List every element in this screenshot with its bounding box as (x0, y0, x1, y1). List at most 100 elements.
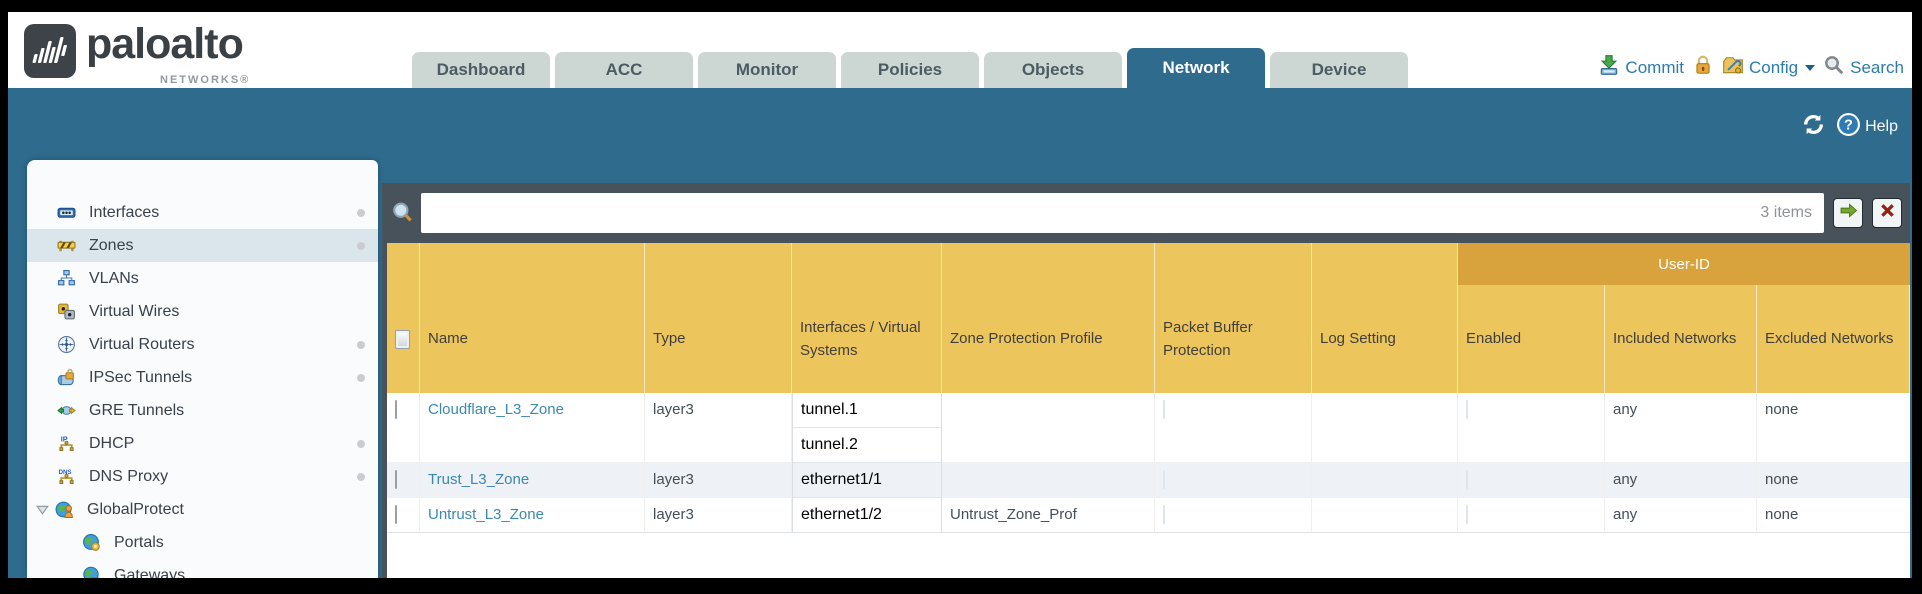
sidebar-item-gateways[interactable]: Gateways (27, 559, 378, 578)
packet-buffer-protection-cell (1155, 463, 1312, 498)
row-checkbox-cell (387, 463, 420, 498)
sidebar-item-label: IPSec Tunnels (89, 368, 193, 386)
svg-text:DNS: DNS (59, 469, 72, 476)
name-cell: Untrust_L3_Zone (420, 498, 645, 533)
log-setting-cell (1312, 393, 1458, 463)
enabled-checkbox (1466, 470, 1468, 489)
item-dot-icon (357, 472, 365, 481)
sidebar-item-gre-tunnels[interactable]: GRE Tunnels (27, 394, 378, 427)
zone-name-link[interactable]: Trust_L3_Zone (428, 471, 530, 488)
column-header-row: Name Type Interfaces / Virtual Systems Z… (387, 285, 1910, 393)
col-header-zone-protection-profile[interactable]: Zone Protection Profile (950, 330, 1103, 348)
tab-monitor[interactable]: Monitor (698, 52, 836, 88)
refresh-button[interactable] (1801, 112, 1826, 142)
zone-name-link[interactable]: Untrust_L3_Zone (428, 506, 544, 523)
commit-button[interactable]: Commit (1598, 54, 1684, 81)
filter-input[interactable] (421, 193, 1761, 233)
tab-objects[interactable]: Objects (984, 52, 1122, 88)
dhcp-icon: IP (57, 434, 76, 453)
tab-dashboard[interactable]: Dashboard (412, 52, 550, 88)
row-checkbox-cell (387, 393, 420, 463)
sidebar-item-interfaces[interactable]: Interfaces (27, 196, 378, 229)
svg-text:?: ? (1844, 118, 1853, 134)
interfaces-cell: ethernet1/2 (792, 498, 942, 533)
col-header-enabled[interactable]: Enabled (1466, 330, 1522, 348)
col-header-name[interactable]: Name (428, 330, 469, 348)
enabled-cell (1458, 498, 1605, 533)
col-header-type[interactable]: Type (653, 330, 686, 348)
expander-icon[interactable] (35, 502, 50, 517)
col-header-interfaces[interactable]: Interfaces / Virtual Systems (800, 318, 921, 359)
refresh-icon (1801, 112, 1826, 142)
col-header-included-networks[interactable]: Included Networks (1613, 330, 1737, 348)
help-button[interactable]: ? Help (1836, 112, 1898, 142)
sidebar-item-zones[interactable]: Zones (27, 229, 378, 262)
portals-icon (82, 533, 101, 552)
sidebar-item-label: Gateways (114, 566, 186, 579)
select-all-checkbox-cell (387, 285, 420, 393)
interface-cell: tunnel.1 (793, 393, 941, 428)
sidebar-item-ipsec-tunnels[interactable]: IPSec Tunnels (27, 361, 378, 394)
enabled-cell (1458, 393, 1605, 463)
col-header-log-setting[interactable]: Log Setting (1320, 330, 1396, 348)
row-checkbox[interactable] (395, 470, 397, 489)
packet-buffer-protection-checkbox (1163, 400, 1165, 419)
apply-filter-button[interactable] (1833, 198, 1863, 228)
row-checkbox[interactable] (395, 505, 397, 524)
global-search-button[interactable]: Search (1823, 54, 1904, 81)
commit-icon (1598, 54, 1620, 81)
sidebar-item-portals[interactable]: Portals (27, 526, 378, 559)
included-networks-cell: any (1605, 463, 1757, 498)
sidebar-item-label: Portals (114, 533, 164, 551)
tab-device[interactable]: Device (1270, 52, 1408, 88)
sidebar-item-globalprotect[interactable]: GlobalProtect (27, 493, 378, 526)
sidebar-item-virtual-routers[interactable]: Virtual Routers (27, 328, 378, 361)
zone-name-link[interactable]: Cloudflare_L3_Zone (428, 401, 564, 418)
lock-button[interactable] (1692, 54, 1714, 81)
packet-buffer-protection-cell (1155, 393, 1312, 463)
header-actions: Commit Config Search (1598, 54, 1904, 81)
col-header-packet-buffer-protection[interactable]: Packet Buffer Protection (1163, 318, 1253, 359)
sidebar-item-vlans[interactable]: VLANs (27, 262, 378, 295)
filter-bar: 3 items (387, 183, 1910, 243)
item-dot-icon (357, 208, 365, 217)
sidebar-item-label: DNS Proxy (89, 467, 169, 485)
type-cell: layer3 (645, 393, 792, 463)
enabled-cell (1458, 463, 1605, 498)
sidebar-item-dns-proxy[interactable]: DNS DNS Proxy (27, 460, 378, 493)
col-header-excluded-networks[interactable]: Excluded Networks (1765, 330, 1894, 348)
tab-policies[interactable]: Policies (841, 52, 979, 88)
interface-cell: ethernet1/2 (793, 498, 941, 533)
tab-network[interactable]: Network (1127, 48, 1265, 88)
sidebar-item-label: VLANs (89, 269, 139, 287)
sidebar-item-label: DHCP (89, 434, 135, 452)
tab-acc[interactable]: ACC (555, 52, 693, 88)
red-x-icon (1878, 201, 1897, 225)
row-checkbox[interactable] (395, 400, 397, 419)
log-setting-cell (1312, 498, 1458, 533)
interface-cell: tunnel.2 (793, 428, 941, 463)
sidebar-item-virtual-wires[interactable]: Virtual Wires (27, 295, 378, 328)
interface-cell: ethernet1/1 (793, 463, 941, 498)
green-arrow-icon (1839, 201, 1858, 225)
sidebar-item-dhcp[interactable]: IP DHCP (27, 427, 378, 460)
config-menu-button[interactable]: Config (1722, 54, 1816, 81)
interfaces-icon (57, 203, 76, 222)
clear-filter-button[interactable] (1872, 198, 1902, 228)
item-dot-icon (357, 439, 365, 448)
sidebar-item-label: Interfaces (89, 203, 160, 221)
packet-buffer-protection-checkbox (1163, 470, 1165, 489)
gateways-icon (82, 566, 101, 578)
zone-protection-profile-cell: Untrust_Zone_Prof (942, 498, 1155, 533)
ipsec-tunnels-icon (57, 368, 76, 387)
type-cell: layer3 (645, 463, 792, 498)
select-all-checkbox[interactable] (395, 329, 410, 349)
virtual-wires-icon (57, 302, 76, 321)
